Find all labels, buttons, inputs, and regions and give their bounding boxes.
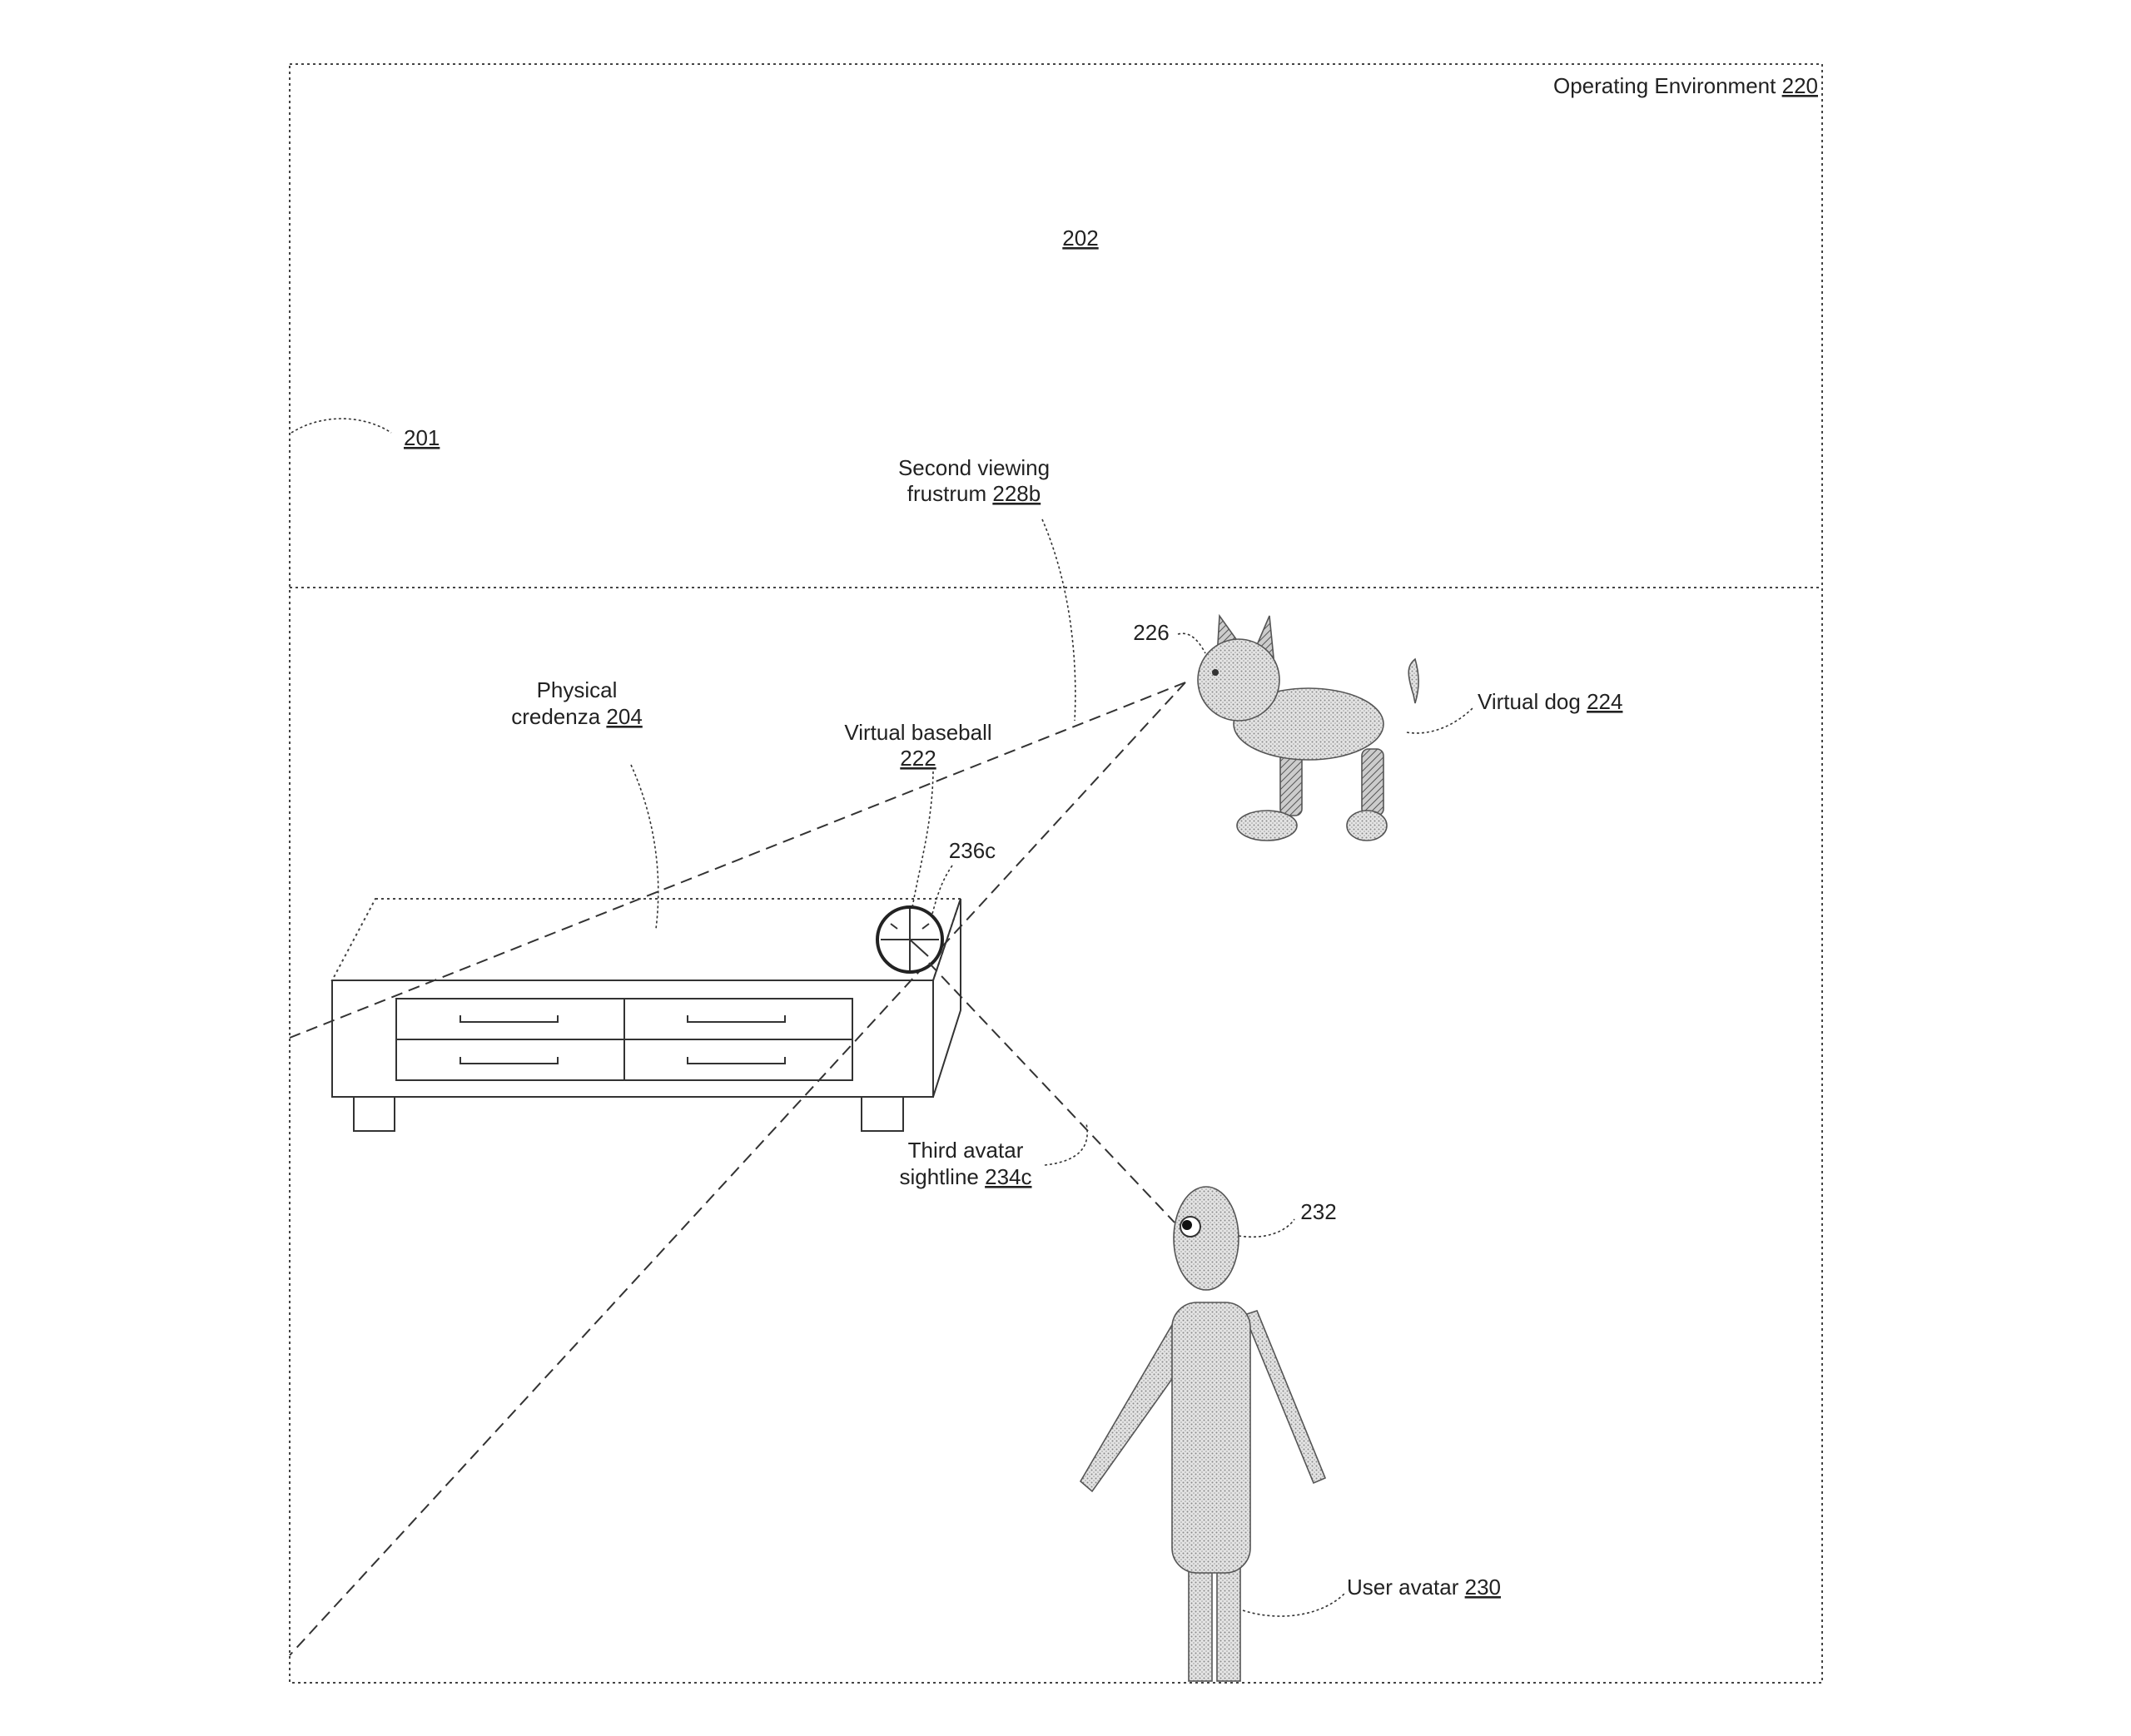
avatar-eye-leader xyxy=(1238,1218,1295,1238)
avatar-eye-label: 232 xyxy=(1300,1199,1336,1224)
physical-credenza xyxy=(330,898,962,1132)
operating-environment-border xyxy=(289,63,1823,1684)
dog-eye-leader xyxy=(1177,632,1206,654)
avatar-leader xyxy=(1242,1593,1345,1617)
virtual-baseball xyxy=(876,905,944,974)
frustum-upper-line xyxy=(289,682,1186,1039)
credenza-label-line2: credenza 204 xyxy=(511,704,643,729)
virtual-dog xyxy=(1197,613,1419,841)
sightline-label: Third avatar xyxy=(908,1138,1024,1163)
boundary-201-leader xyxy=(291,418,392,434)
frustum-lower-line xyxy=(289,682,1186,1656)
user-avatar xyxy=(1079,1186,1327,1682)
credenza-label: Physical xyxy=(537,677,618,702)
dog-label: Virtual dog 224 xyxy=(1478,689,1622,714)
focus-point-label: 236c xyxy=(949,838,996,863)
credenza-leader xyxy=(630,764,659,930)
baseball-label: Virtual baseball xyxy=(844,720,991,745)
baseball-ref: 222 xyxy=(900,746,936,771)
operating-environment-label: Operating Environment 220 xyxy=(1553,73,1818,98)
avatar-label: User avatar 230 xyxy=(1347,1575,1501,1600)
sightline-leader xyxy=(1044,1123,1088,1166)
frustum-label-line2: frustrum 228b xyxy=(907,481,1041,506)
sightline-label-line2: sightline 234c xyxy=(899,1164,1031,1189)
dog-eye-label: 226 xyxy=(1133,620,1169,645)
dog-leader xyxy=(1406,707,1474,734)
focus-point-leader xyxy=(931,865,953,915)
frustum-leader xyxy=(1041,518,1076,722)
baseball-leader xyxy=(912,771,934,908)
avatar-sightline xyxy=(928,962,1175,1223)
frustum-label: Second viewing xyxy=(898,455,1050,480)
boundary-201-label: 201 xyxy=(404,425,440,450)
region-202-label: 202 xyxy=(1062,226,1098,250)
